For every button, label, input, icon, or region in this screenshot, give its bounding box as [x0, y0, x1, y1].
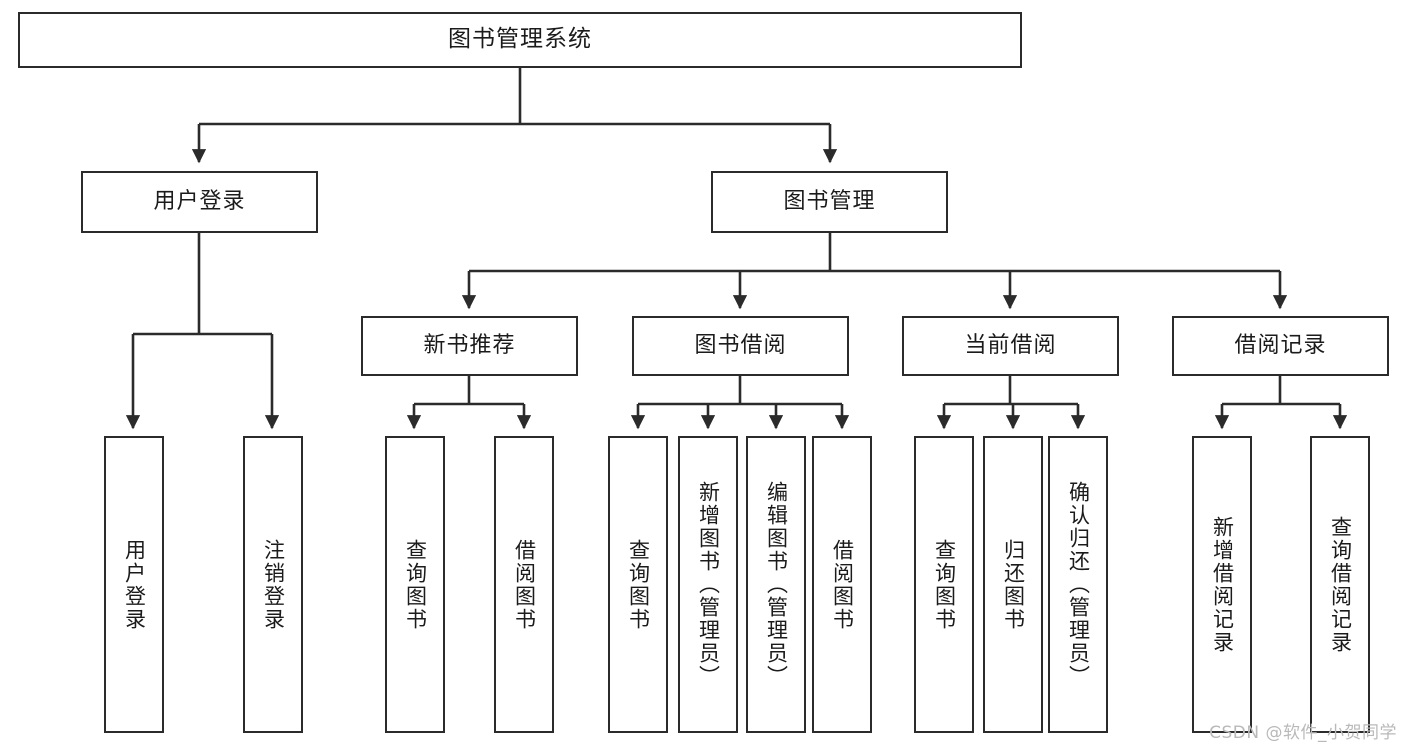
node-label: 归还图书 — [1001, 538, 1026, 631]
leaf-recommend-query-book[interactable]: 查询图书 — [385, 436, 445, 733]
leaf-current-query-book[interactable]: 查询图书 — [914, 436, 974, 733]
watermark-text: CSDN @软件_小贺同学 — [1209, 723, 1397, 743]
leaf-current-return-book[interactable]: 归还图书 — [983, 436, 1043, 733]
node-label: 查询图书 — [626, 538, 651, 631]
node-root-book-management-system[interactable]: 图书管理系统 — [18, 12, 1022, 68]
node-label: 用户登录 — [153, 188, 246, 214]
node-new-book-recommend[interactable]: 新书推荐 — [361, 316, 578, 376]
node-label: 查询图书 — [932, 538, 957, 631]
node-borrow-record[interactable]: 借阅记录 — [1172, 316, 1389, 376]
node-book-management[interactable]: 图书管理 — [711, 171, 948, 233]
node-label: 用户登录 — [122, 538, 147, 631]
leaf-borrow-edit-book-admin[interactable]: 编辑图书（管理员） — [746, 436, 806, 733]
node-label: 新增图书（管理员） — [696, 481, 721, 688]
node-user-login[interactable]: 用户登录 — [81, 171, 318, 233]
node-label: 查询借阅记录 — [1328, 515, 1353, 654]
leaf-recommend-borrow-book[interactable]: 借阅图书 — [494, 436, 554, 733]
leaf-record-add-borrow-record[interactable]: 新增借阅记录 — [1192, 436, 1252, 733]
leaf-user-login-logout[interactable]: 注销登录 — [243, 436, 303, 733]
leaf-current-confirm-return-admin[interactable]: 确认归还（管理员） — [1048, 436, 1108, 733]
leaf-borrow-add-book-admin[interactable]: 新增图书（管理员） — [678, 436, 738, 733]
leaf-borrow-query-book[interactable]: 查询图书 — [608, 436, 668, 733]
leaf-record-query-borrow-record[interactable]: 查询借阅记录 — [1310, 436, 1370, 733]
node-label: 借阅图书 — [512, 538, 537, 631]
node-label: 新增借阅记录 — [1210, 515, 1235, 654]
node-label: 借阅记录 — [1234, 332, 1327, 358]
node-label: 确认归还（管理员） — [1066, 481, 1091, 688]
node-book-borrow[interactable]: 图书借阅 — [632, 316, 849, 376]
node-label: 借阅图书 — [830, 538, 855, 631]
node-label: 图书管理 — [783, 188, 876, 214]
leaf-borrow-borrow-book[interactable]: 借阅图书 — [812, 436, 872, 733]
node-label: 当前借阅 — [964, 332, 1057, 358]
node-label: 图书管理系统 — [448, 26, 592, 53]
node-current-borrow[interactable]: 当前借阅 — [902, 316, 1119, 376]
node-label: 新书推荐 — [423, 332, 516, 358]
leaf-user-login-login[interactable]: 用户登录 — [104, 436, 164, 733]
node-label: 编辑图书（管理员） — [764, 481, 789, 688]
node-label: 查询图书 — [403, 538, 428, 631]
node-label: 注销登录 — [261, 538, 286, 631]
node-label: 图书借阅 — [694, 332, 787, 358]
